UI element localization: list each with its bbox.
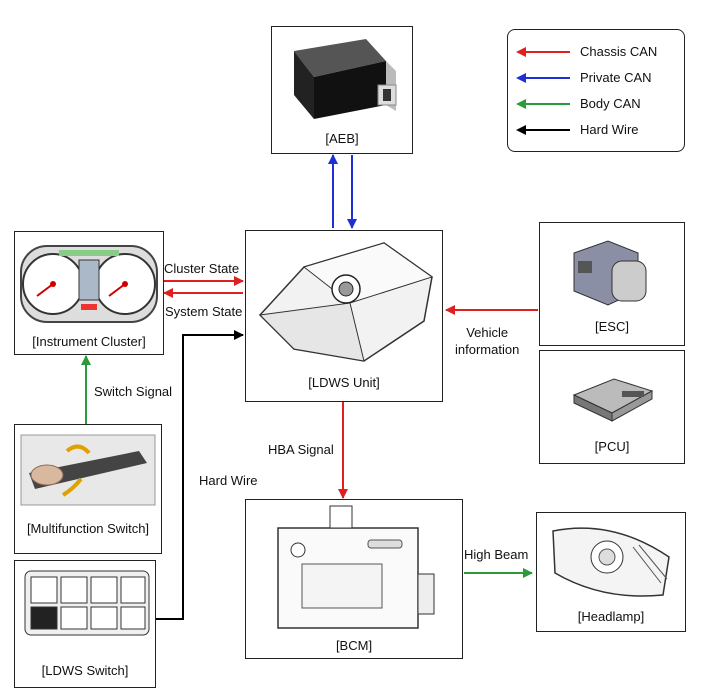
bcm-caption: [BCM] — [335, 638, 373, 653]
esc-box: [ESC] — [539, 222, 685, 346]
legend-item-body-can: Body CAN — [508, 94, 684, 114]
ldws-switch-box: [LDWS Switch] — [14, 560, 156, 688]
legend-arrow-red — [516, 47, 570, 57]
legend-item-hard-wire: Hard Wire — [508, 120, 684, 140]
ldws-unit-caption: [LDWS Unit] — [308, 375, 380, 390]
legend-label: Body CAN — [580, 96, 641, 111]
pcu-caption: [PCU] — [594, 439, 630, 454]
legend-label: Hard Wire — [580, 122, 639, 137]
vehicle-information-line-1: Vehicle — [466, 325, 509, 340]
headlamp-box: [Headlamp] — [536, 512, 686, 632]
bcm-box: [BCM] — [245, 499, 463, 659]
hard-wire-arrow — [156, 330, 244, 620]
aeb-radar-image — [294, 39, 397, 119]
multifunction-switch-box: [Multifunction Switch] — [14, 424, 162, 554]
hard-wire-label: Hard Wire — [199, 473, 258, 488]
vehicle-information-label: Vehicle information — [455, 324, 519, 358]
pcu-box: [PCU] — [539, 350, 685, 464]
legend-box: Chassis CAN Private CAN Body CAN Hard Wi… — [507, 29, 685, 152]
legend-label: Private CAN — [580, 70, 652, 85]
headlamp-caption: [Headlamp] — [577, 609, 645, 624]
aeb-caption: [AEB] — [325, 131, 359, 146]
legend-item-private-can: Private CAN — [508, 68, 684, 88]
esc-caption: [ESC] — [595, 319, 629, 334]
bcm-image — [277, 505, 435, 629]
multifunction-switch-image — [20, 434, 156, 506]
legend-arrow-black — [516, 125, 570, 135]
cluster-state-label: Cluster State — [164, 261, 240, 276]
legend-item-chassis-can: Chassis CAN — [508, 42, 684, 62]
ldws-switch-image — [24, 570, 150, 636]
high-beam-label: High Beam — [464, 547, 529, 562]
instrument-cluster-caption: [Instrument Cluster] — [32, 334, 146, 349]
cluster-image — [20, 245, 158, 323]
legend-label: Chassis CAN — [580, 44, 658, 59]
switch-signal-label: Switch Signal — [94, 384, 173, 399]
multifunction-switch-caption: [Multifunction Switch] — [26, 521, 150, 536]
ldws-unit-box: [LDWS Unit] — [245, 230, 443, 402]
system-state-label: System State — [165, 304, 243, 319]
esc-image — [573, 240, 647, 306]
aeb-box: [AEB] — [271, 26, 413, 154]
headlamp-image — [552, 527, 670, 597]
legend-arrow-blue — [516, 73, 570, 83]
vehicle-information-line-2: information — [455, 342, 520, 357]
pcu-image — [572, 378, 654, 422]
ldws-switch-caption: [LDWS Switch] — [41, 663, 129, 678]
legend-arrow-green — [516, 99, 570, 109]
ldws-unit-image — [258, 242, 434, 362]
hba-signal-label: HBA Signal — [268, 442, 334, 457]
instrument-cluster-box: [Instrument Cluster] — [14, 231, 164, 355]
